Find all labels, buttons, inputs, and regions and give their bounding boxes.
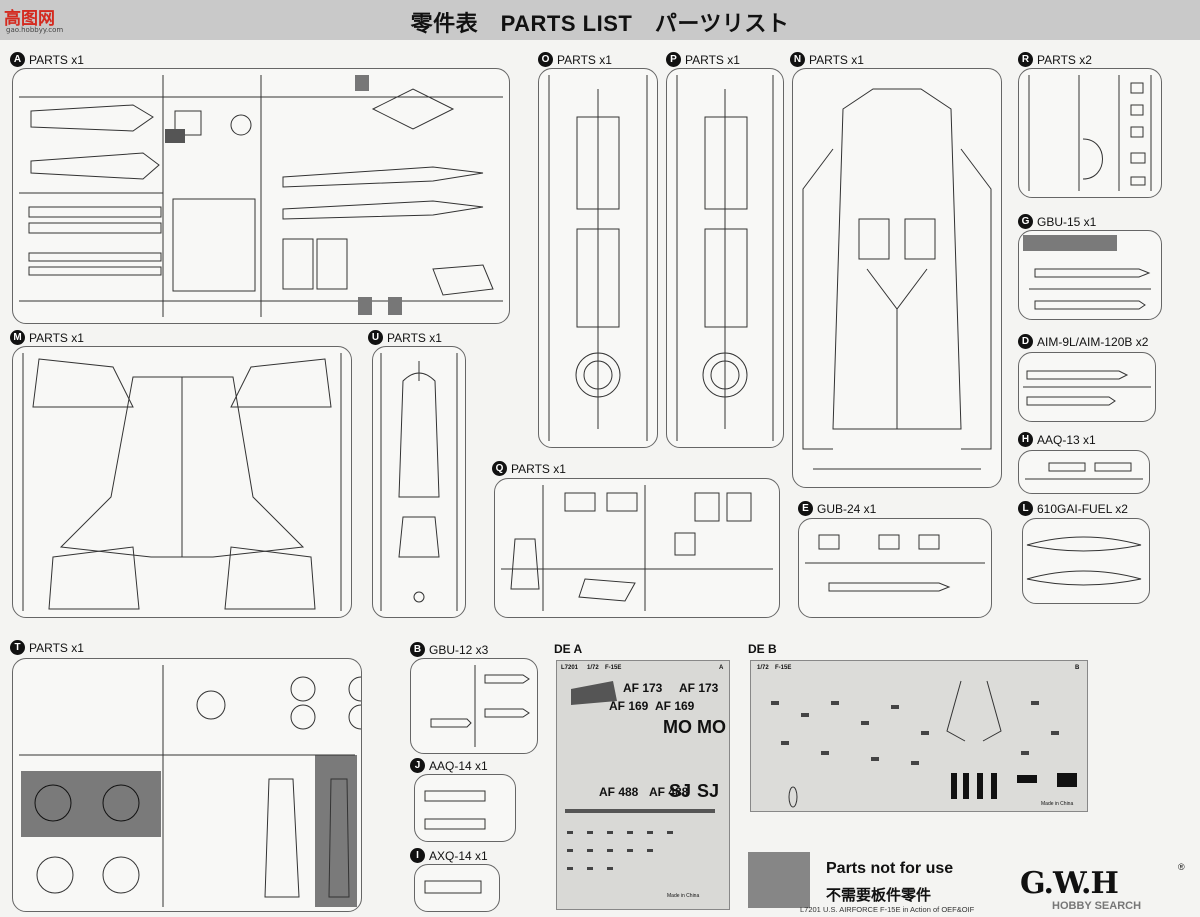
decal-sheet-a: L7201 1/72 F-15E A AF 173 AF 173 AF 169 … <box>556 660 730 910</box>
site-logo-glyph: 高图网 <box>4 9 55 28</box>
decal-a-made: Made in China <box>667 893 700 899</box>
sprue-l-frame <box>1022 518 1150 604</box>
sprue-u-frame <box>372 346 466 618</box>
unused-parts-label-cn: 不需要板件零件 <box>826 887 932 904</box>
sprue-o-frame <box>538 68 658 448</box>
sprue-u-drawing <box>380 353 458 611</box>
decal-a-mark: AF 173 <box>623 681 663 695</box>
sprue-t-frame <box>12 658 362 912</box>
sprue-n-frame <box>792 68 1002 488</box>
sprue-i-drawing <box>424 880 482 894</box>
unused-parts-label-en: Parts not for use <box>826 860 954 877</box>
brand-logo: G.W.H <box>1020 866 1119 901</box>
sprue-a-drawing <box>19 75 503 317</box>
sprue-b-drawing <box>430 665 530 747</box>
sprue-l-drawing <box>1026 536 1142 586</box>
sprue-m-drawing <box>22 353 342 611</box>
decal-a-mark: AF 488 <box>599 785 639 799</box>
sprue-m-frame <box>12 346 352 618</box>
sprue-p-frame <box>666 68 784 448</box>
sprue-g-drawing <box>1023 235 1151 310</box>
sprue-q-frame <box>494 478 780 618</box>
decal-a-mark: AF 173 <box>679 681 719 695</box>
watermark: HOBBY SEARCH <box>1052 900 1142 912</box>
site-logo[interactable]: 高图网 gao.hobbyy.com <box>4 4 70 36</box>
sprue-o-drawing <box>548 75 648 441</box>
sprue-j-frame <box>414 774 516 842</box>
decal-a-mark: MO <box>663 717 692 737</box>
decal-a-model: F-15E <box>605 665 622 671</box>
decal-b-model: F-15E <box>775 665 792 671</box>
decal-a-mark: AF 169 <box>609 699 649 713</box>
decal-b-label: DE B <box>748 642 777 656</box>
sprue-i-frame <box>414 864 500 912</box>
decal-b-sheet: B <box>1075 665 1080 671</box>
decal-b-scale: 1/72 <box>757 665 769 671</box>
sprue-t-drawing <box>19 665 361 907</box>
sprue-j-drawing <box>424 790 486 830</box>
sprue-r-drawing <box>1028 75 1152 191</box>
sprue-e-drawing <box>805 534 985 592</box>
sprue-a-frame <box>12 68 510 324</box>
sprue-e-frame <box>798 518 992 618</box>
decal-a-scale: 1/72 <box>587 665 599 671</box>
trademark-mark: ® <box>1178 862 1185 872</box>
footer-caption: L7201 U.S. AIRFORCE F-15E in Action of O… <box>800 905 975 914</box>
sprue-q-drawing <box>501 485 773 611</box>
decal-a-mark: SJ <box>697 781 720 801</box>
page-title: 零件表 PARTS LIST パーツリスト <box>410 11 790 36</box>
decal-b-art <box>771 680 1077 808</box>
decal-a-mark: AF 488 <box>649 785 689 799</box>
sprue-h-frame <box>1018 450 1150 494</box>
decal-b-made: Made in China <box>1041 801 1074 807</box>
sprue-g-frame <box>1018 230 1162 320</box>
decal-a-sheet: A <box>719 665 724 671</box>
site-logo-url: gao.hobbyy.com <box>6 26 64 34</box>
sprue-b-frame <box>410 658 538 754</box>
decal-a-label: DE A <box>554 642 583 656</box>
decal-a-code: L7201 <box>561 665 579 671</box>
header-bar <box>0 0 1200 40</box>
unused-parts-swatch <box>748 852 810 908</box>
decal-sheet-b: 1/72 F-15E B Made in China <box>750 660 1088 812</box>
sprue-p-drawing <box>676 75 774 441</box>
decal-a-mark: AF 169 <box>655 699 695 713</box>
decal-a-mark: MO <box>697 717 726 737</box>
decal-a-mark: SJ <box>669 781 692 801</box>
decal-a-art <box>565 681 715 870</box>
sprue-n-drawing <box>802 88 992 470</box>
sprue-d-frame <box>1018 352 1156 422</box>
sprue-h-drawing <box>1025 462 1143 480</box>
sprue-r-frame <box>1018 68 1162 198</box>
sprue-d-drawing <box>1023 370 1151 406</box>
